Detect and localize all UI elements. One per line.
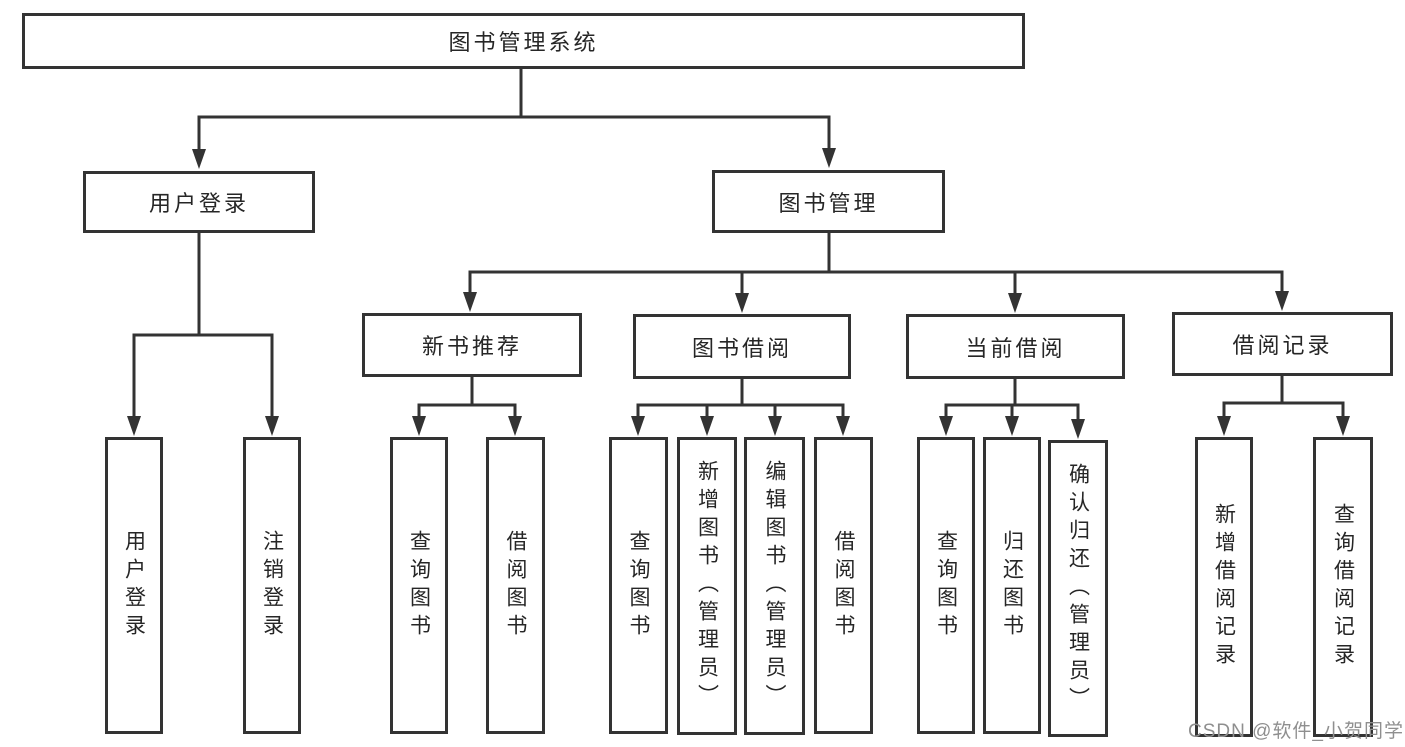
- node-label: 图书管理系统: [448, 30, 599, 55]
- node-label: 新书推荐: [421, 334, 522, 359]
- node-label: 查询借阅记录: [1331, 503, 1355, 671]
- node-label: 当前借阅: [965, 335, 1066, 361]
- leaf-add-book-admin: 新增图书（管理员）: [677, 437, 737, 735]
- node-current-borrow: 当前借阅: [906, 314, 1125, 379]
- node-label: 用户登录: [148, 191, 249, 216]
- node-new-book-recommend: 新书推荐: [362, 313, 582, 377]
- leaf-query-books-borrow: 查询图书: [609, 437, 668, 734]
- leaf-query-books-current: 查询图书: [917, 437, 975, 734]
- leaf-query-books-newbook: 查询图书: [390, 437, 448, 734]
- node-label: 查询图书: [627, 529, 650, 642]
- node-label: 图书管理: [778, 190, 879, 216]
- node-label: 借阅图书: [832, 529, 855, 642]
- node-label: 借阅记录: [1232, 333, 1333, 358]
- csdn-watermark: CSDN @软件_小贺同学: [1188, 721, 1404, 742]
- node-book-management: 图书管理: [712, 170, 945, 233]
- leaf-query-borrow-record: 查询借阅记录: [1313, 437, 1373, 737]
- leaf-add-borrow-record: 新增借阅记录: [1195, 437, 1253, 737]
- node-book-borrow: 图书借阅: [633, 314, 851, 379]
- node-label: 借阅图书: [504, 529, 527, 642]
- node-label: 编辑图书（管理员）: [763, 460, 786, 712]
- node-label: 新增借阅记录: [1212, 503, 1236, 671]
- node-label: 用户登录: [122, 529, 146, 642]
- node-root: 图书管理系统: [22, 13, 1025, 69]
- node-user-login: 用户登录: [83, 171, 315, 233]
- node-label: 归还图书: [1000, 529, 1024, 642]
- leaf-borrow-books-newbook: 借阅图书: [486, 437, 545, 734]
- leaf-user-login: 用户登录: [105, 437, 163, 734]
- node-label: 查询图书: [934, 529, 958, 642]
- leaf-return-book: 归还图书: [983, 437, 1041, 734]
- node-label: 图书借阅: [691, 335, 792, 361]
- node-label: 注销登录: [260, 529, 284, 642]
- leaf-borrow-books-borrow: 借阅图书: [814, 437, 873, 734]
- node-borrow-records: 借阅记录: [1172, 312, 1393, 376]
- node-label: 确认归还（管理员）: [1066, 462, 1090, 715]
- leaf-confirm-return-admin: 确认归还（管理员）: [1048, 440, 1108, 737]
- leaf-edit-book-admin: 编辑图书（管理员）: [744, 437, 805, 735]
- node-label: 新增图书（管理员）: [695, 460, 719, 712]
- leaf-logout: 注销登录: [243, 437, 301, 734]
- node-label: 查询图书: [407, 529, 431, 642]
